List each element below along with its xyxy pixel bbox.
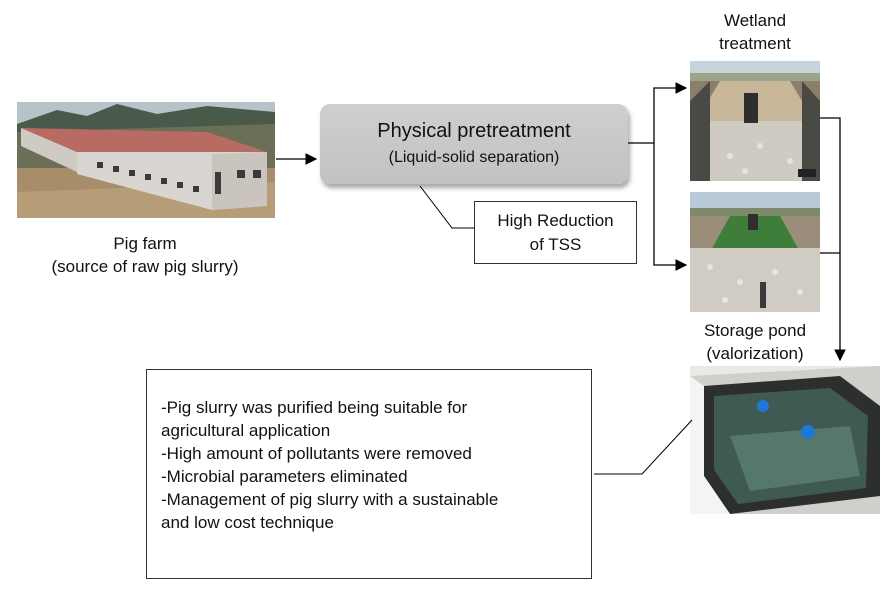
wetland-photo-2: [690, 192, 820, 312]
pretreatment-subtitle: (Liquid-solid separation): [388, 149, 560, 166]
tss-note-line1: High Reduction: [497, 211, 614, 230]
result-line-1: -Pig slurry was purified being suitable …: [161, 398, 468, 417]
storage-label-line1: Storage pond: [703, 321, 807, 340]
result-line-6: and low cost technique: [161, 513, 334, 532]
pretreatment-box: Physical pretreatment (Liquid-solid sepa…: [320, 104, 628, 184]
results-box: -Pig slurry was purified being suitable …: [146, 369, 592, 579]
results-callout-line: [594, 419, 693, 475]
pig-farm-photo: [17, 102, 275, 218]
arrow-wetland-1-to-storage: [820, 117, 846, 362]
storage-pond-photo: [690, 366, 880, 514]
pig-farm-label-line1: Pig farm: [113, 234, 177, 253]
wetland-photo-1: [690, 61, 820, 181]
tss-callout-line: [419, 185, 474, 229]
arrow-pretreatment-to-wetland-2: [653, 143, 688, 271]
result-line-4: -Microbial parameters eliminated: [161, 467, 408, 486]
storage-pond-label: Storage pond (valorization): [686, 319, 824, 365]
result-line-3: -High amount of pollutants were removed: [161, 444, 472, 463]
wetland-label-line2: treatment: [719, 34, 791, 53]
wetland-label: Wetland treatment: [690, 9, 820, 55]
pig-farm-label-line2: (source of raw pig slurry): [51, 257, 239, 276]
storage-label-line2: (valorization): [706, 344, 804, 363]
tss-note-line2: of TSS: [529, 235, 582, 254]
pretreatment-title: Physical pretreatment: [377, 120, 571, 142]
result-line-2: agricultural application: [161, 421, 331, 440]
wetland-label-line1: Wetland: [723, 11, 787, 30]
result-line-5: -Management of pig slurry with a sustain…: [161, 490, 499, 509]
tss-reduction-note: High Reduction of TSS: [474, 201, 637, 264]
arrow-pretreatment-to-wetland-1: [628, 82, 688, 144]
pig-farm-label: Pig farm (source of raw pig slurry): [20, 232, 270, 278]
